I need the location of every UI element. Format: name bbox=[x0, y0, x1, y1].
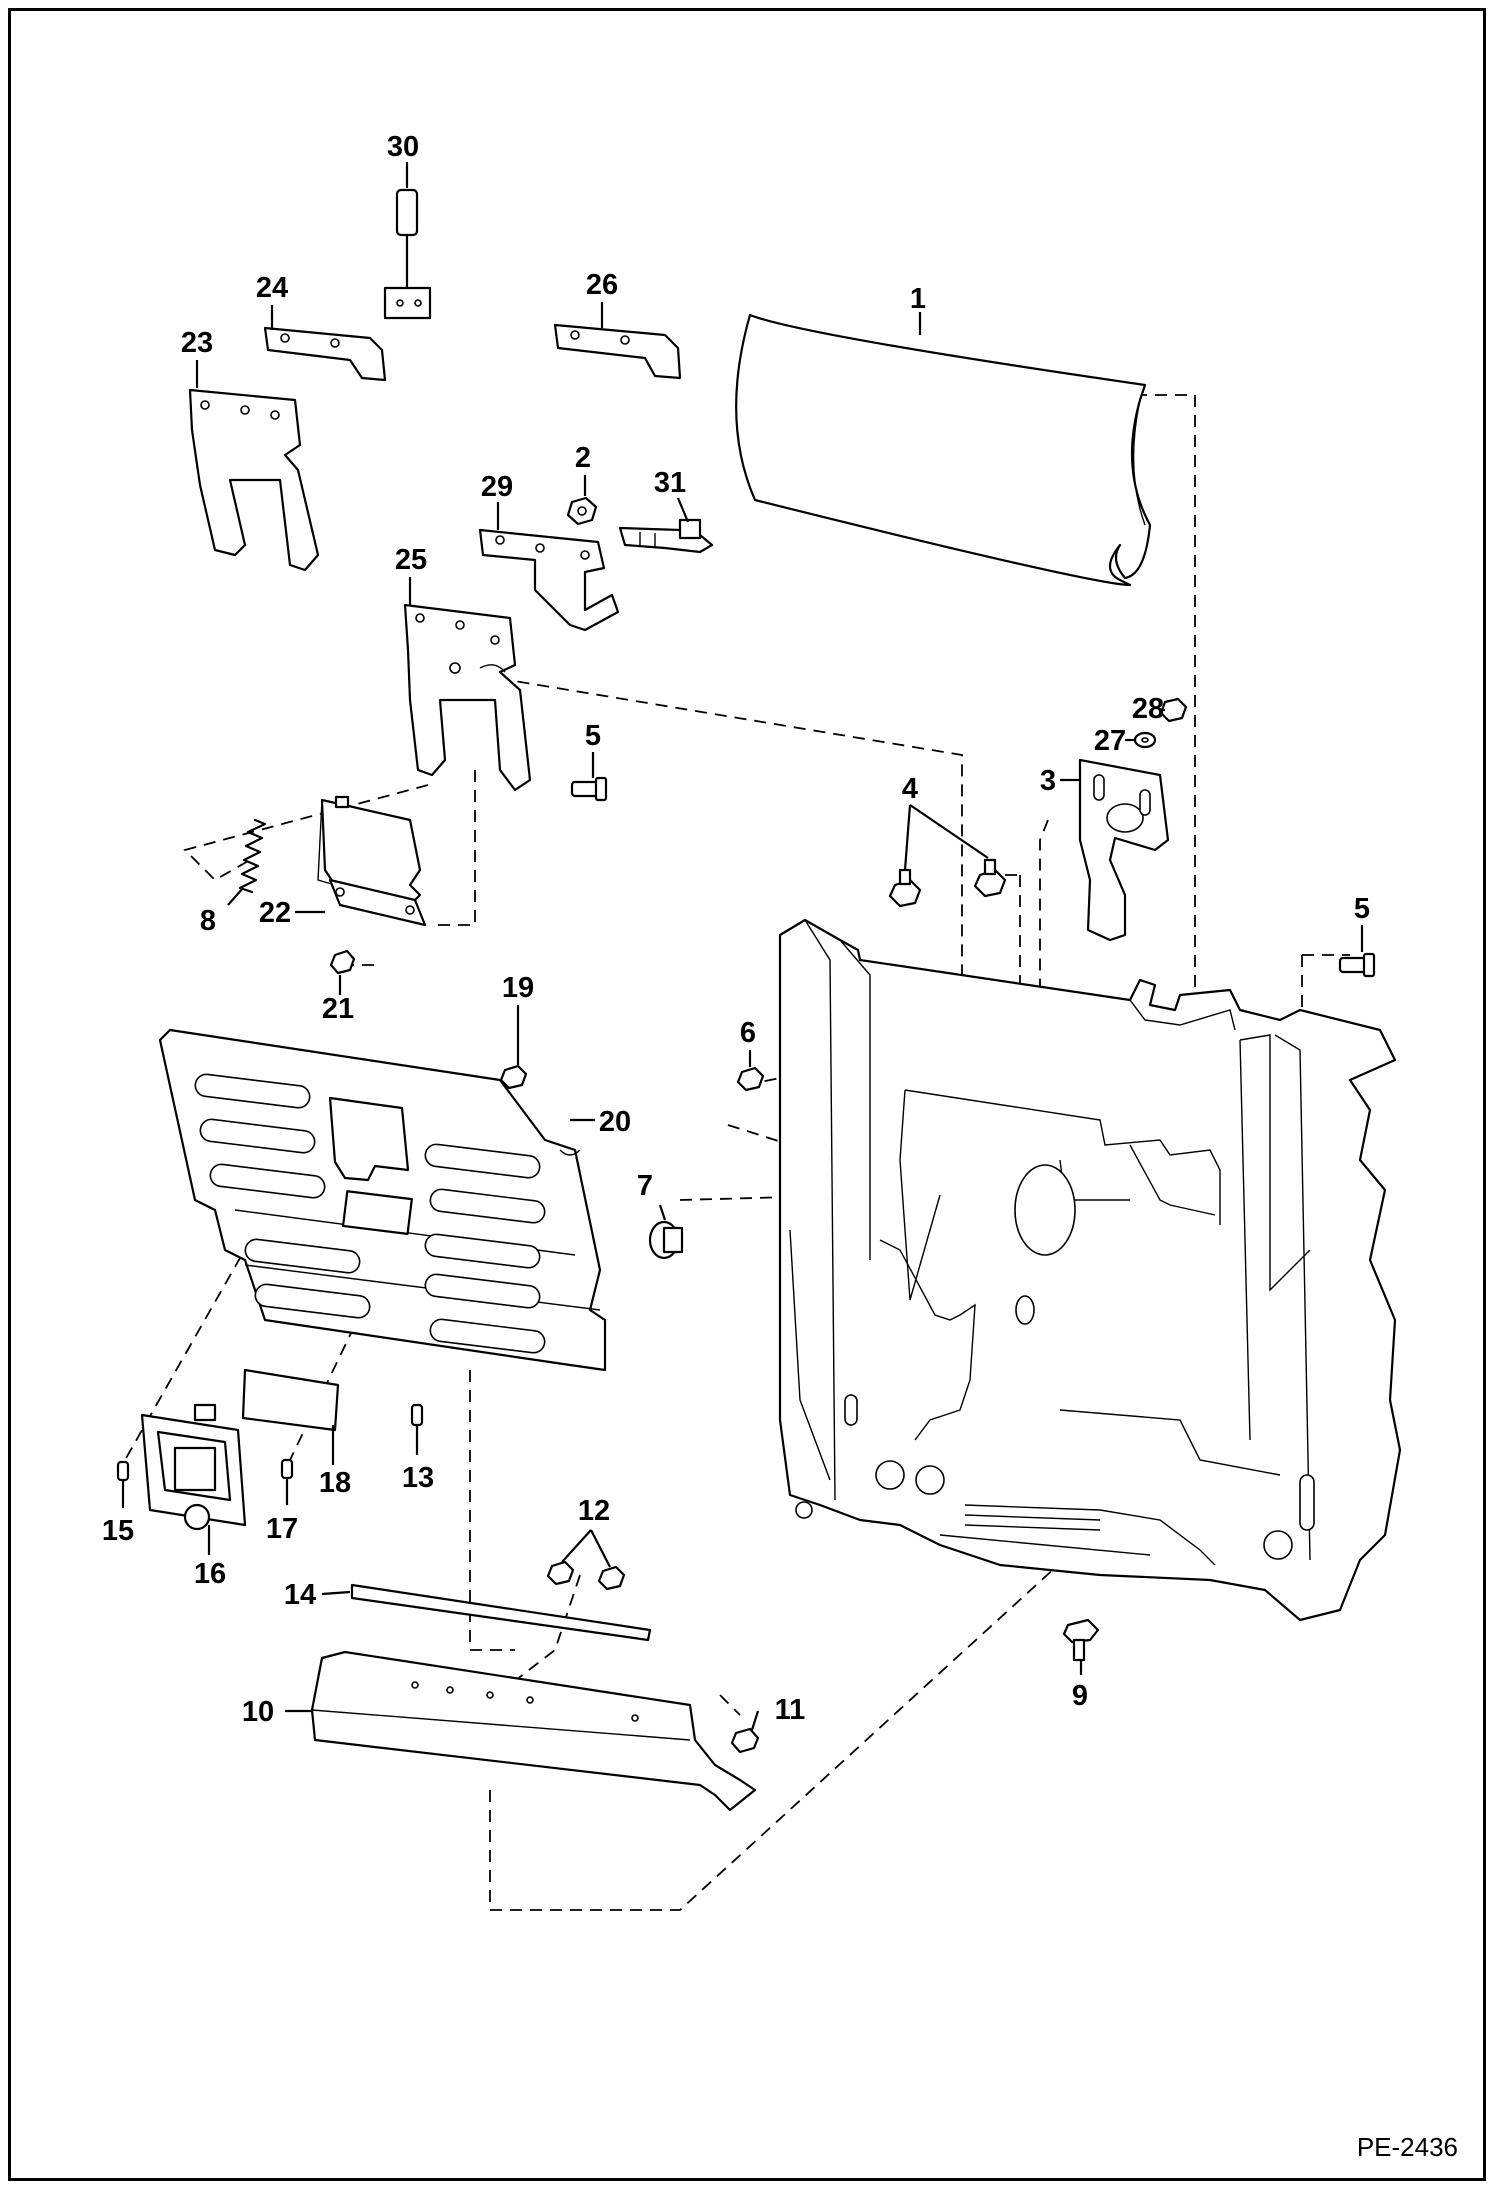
part-23-bracket bbox=[188, 388, 320, 572]
callout-17: 17 bbox=[266, 1513, 298, 1545]
callout-20: 20 bbox=[599, 1106, 631, 1138]
callout-10: 10 bbox=[242, 1696, 274, 1728]
part-31-latch bbox=[618, 518, 714, 554]
drawing-code: PE-2436 bbox=[1356, 2132, 1458, 2162]
callout-23: 23 bbox=[181, 327, 213, 359]
part-21-nut bbox=[329, 949, 356, 975]
callout-18: 18 bbox=[319, 1467, 351, 1499]
part-5-bolt-upper bbox=[570, 776, 608, 802]
part-6-nut bbox=[736, 1066, 765, 1092]
callout-19: 19 bbox=[502, 972, 534, 1004]
main-frame bbox=[778, 918, 1402, 1622]
part-16-latch bbox=[140, 1403, 247, 1531]
part-29-plate bbox=[478, 528, 620, 632]
part-18-plate bbox=[241, 1368, 340, 1432]
callout-25: 25 bbox=[395, 544, 427, 576]
callout-1: 1 bbox=[910, 283, 926, 315]
callout-21: 21 bbox=[322, 993, 354, 1025]
callout-3: 3 bbox=[1040, 765, 1056, 797]
part-12-nuts bbox=[546, 1560, 626, 1591]
callout-5-right: 5 bbox=[1354, 893, 1370, 925]
part-30-connector bbox=[383, 188, 432, 320]
callout-9: 9 bbox=[1072, 1680, 1088, 1712]
callout-27: 27 bbox=[1094, 725, 1126, 757]
part-8-spring bbox=[238, 818, 267, 894]
part-14-strip bbox=[350, 1583, 652, 1642]
part-25-bracket bbox=[403, 603, 532, 792]
panel-slots bbox=[194, 1073, 546, 1354]
callout-labels: 1 2 3 4 5 5 6 7 8 9 10 11 12 13 14 15 16… bbox=[102, 131, 1370, 1728]
part-10-shield bbox=[310, 1650, 757, 1812]
callout-12: 12 bbox=[578, 1495, 610, 1527]
callout-22: 22 bbox=[259, 897, 291, 929]
callout-15: 15 bbox=[102, 1515, 134, 1547]
part-24-plate bbox=[263, 326, 387, 382]
callout-2: 2 bbox=[575, 442, 591, 474]
callout-24: 24 bbox=[256, 272, 288, 304]
part-20-panel bbox=[158, 1028, 607, 1372]
part-5-bolt-right bbox=[1338, 952, 1376, 978]
part-28-nut bbox=[1159, 697, 1188, 723]
part-4-bolts bbox=[888, 858, 1007, 908]
part-1-cover bbox=[735, 313, 1152, 587]
callout-5-upper: 5 bbox=[585, 720, 601, 752]
part-7-plug bbox=[648, 1220, 684, 1260]
part-19-nut bbox=[499, 1064, 528, 1090]
callout-30: 30 bbox=[387, 131, 419, 163]
part-26-plate bbox=[553, 323, 682, 380]
callout-29: 29 bbox=[481, 471, 513, 503]
part-17-screw bbox=[280, 1458, 294, 1480]
leader-lines bbox=[121, 162, 1364, 1731]
callout-7: 7 bbox=[637, 1170, 653, 1202]
callout-13: 13 bbox=[402, 1462, 434, 1494]
part-2-nut bbox=[566, 496, 598, 526]
callout-6: 6 bbox=[740, 1017, 756, 1049]
part-22-channel bbox=[317, 795, 427, 927]
callout-28: 28 bbox=[1132, 693, 1164, 725]
callout-11: 11 bbox=[775, 1694, 806, 1726]
callout-4: 4 bbox=[902, 773, 918, 805]
part-3-bracket bbox=[1078, 758, 1170, 942]
part-27-washer bbox=[1133, 731, 1157, 749]
callout-31: 31 bbox=[654, 467, 686, 499]
callout-8: 8 bbox=[200, 905, 216, 937]
part-11-bolt bbox=[730, 1727, 760, 1754]
part-9-bolt bbox=[1062, 1618, 1100, 1662]
part-13-screw bbox=[410, 1403, 424, 1427]
part-15-screw bbox=[116, 1460, 130, 1482]
callout-14: 14 bbox=[284, 1579, 316, 1611]
callout-16: 16 bbox=[194, 1558, 226, 1590]
callout-26: 26 bbox=[586, 269, 618, 301]
